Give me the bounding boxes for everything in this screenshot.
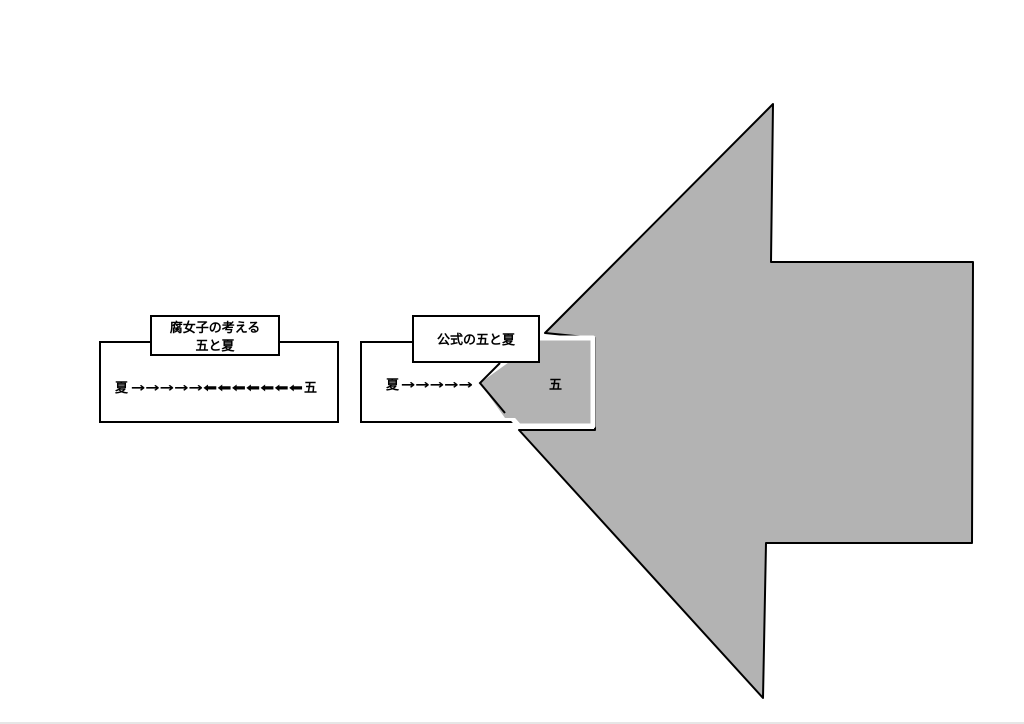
left-row-end: 五 — [304, 381, 317, 396]
left-title-line2: 五と夏 — [195, 339, 235, 354]
right-row-start: 夏 — [385, 378, 400, 393]
right-title-box — [412, 315, 540, 363]
left-title-line1: 腐女子の考える — [170, 320, 261, 336]
left-thin-arrows: →→→→→ — [131, 381, 203, 396]
left-title-box — [150, 315, 280, 356]
arrow-tip-inner-shape — [480, 347, 584, 418]
left-panel: 腐女子の考える 五と夏 夏 →→→→→ ⬅⬅⬅⬅⬅⬅⬅ 五 — [99, 315, 339, 423]
page-bottom-divider — [0, 722, 1024, 724]
left-bold-arrows: ⬅⬅⬅⬅⬅⬅⬅ — [203, 381, 303, 396]
right-row-end: 五 — [549, 378, 562, 393]
right-title: 公式の五と夏 — [437, 332, 516, 348]
arrow-tip-edge — [478, 362, 506, 414]
left-row-start: 夏 — [114, 381, 129, 396]
right-thin-arrows: →→→→→ — [401, 378, 473, 393]
